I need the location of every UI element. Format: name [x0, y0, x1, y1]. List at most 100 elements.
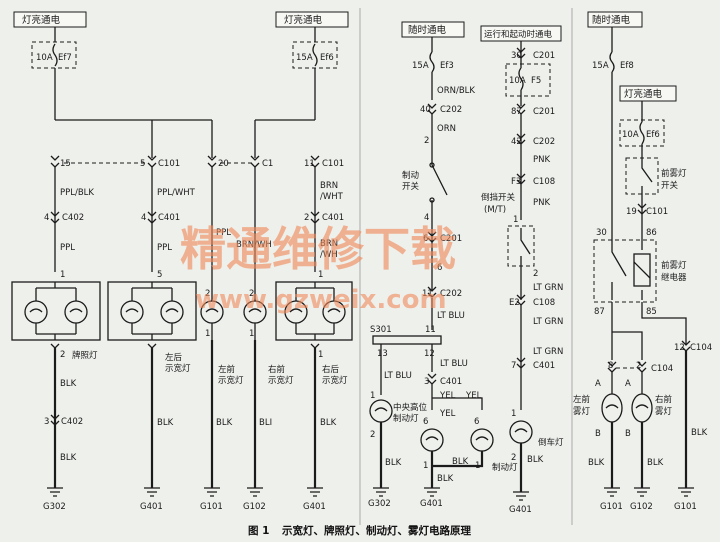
section-reverse-lamps: 运行和起动时通电 30 C201 10A F5 87 C201 42 C202 …	[480, 25, 564, 515]
feed-wires-top	[54, 27, 316, 121]
fuse-ef6b-rating: 10A	[622, 130, 639, 140]
c1-label: C1	[262, 159, 273, 169]
fuse-f5-symbol	[518, 60, 524, 106]
wire-brn: BRN	[320, 181, 338, 191]
c104b-pin-2: 2	[636, 361, 641, 371]
c202c-chevron	[516, 133, 526, 145]
hmsl-label-1: 中央高位	[393, 402, 428, 413]
left-rear-label-1: 左后	[165, 352, 183, 363]
wire-pnk-1: PNK	[533, 155, 550, 165]
c101f-label: C101	[646, 207, 668, 217]
relay-pin-87: 87	[594, 307, 605, 317]
ground-g102a: G102	[243, 502, 266, 512]
c201-chevron	[427, 231, 437, 243]
right-front-label-2: 示宽灯	[268, 375, 294, 386]
fuse-ef6a-symbol	[312, 43, 318, 67]
wire-yel-2: YEL	[465, 391, 482, 401]
brake-switch-contact-1	[429, 162, 435, 168]
left-fog-pin-b: B	[595, 429, 601, 439]
brake-switch-symbol	[431, 164, 448, 290]
left-brake-bulb-icon	[420, 428, 444, 452]
reverse-lamp-label: 倒车灯	[538, 437, 564, 448]
brake-switch-label-1: 制动	[402, 170, 420, 181]
wire-ppl-1: PPL	[60, 243, 75, 253]
label-always-on-1: 随时通电	[408, 24, 447, 36]
section-brake-lamps: 随时通电 15A Ef3 ORN/BLK 40 C202 ORN 2 制动 开关…	[368, 21, 518, 509]
brake-yel-wires	[431, 384, 483, 410]
c202c-label: C202	[533, 137, 555, 147]
reverse-bulb-icon	[509, 420, 533, 444]
right-fog-pin-a: A	[625, 379, 631, 389]
fog-filaments	[605, 404, 649, 409]
c201-pin-6: 6	[423, 234, 428, 244]
c402-pin-4: 4	[44, 213, 49, 223]
watermark-url: www.gzweix.com	[195, 285, 447, 315]
watermark-chinese: 精通维修下载	[180, 222, 456, 276]
wire-blk-5: BLK	[320, 418, 337, 428]
wire-orn: ORN	[437, 124, 456, 134]
fuse-ef6a-id: Ef6	[320, 53, 334, 63]
left-fog-label-1: 左前	[573, 394, 591, 405]
c202c-pin-42: 42	[511, 137, 522, 147]
c201c-pin-87: 87	[511, 107, 522, 117]
c101r-label: C101	[322, 159, 344, 169]
ground-g101c: G101	[674, 502, 697, 512]
wire-yel-3: YEL	[439, 409, 456, 419]
c101f-pin-19: 19	[626, 207, 637, 217]
c101-label: C101	[158, 159, 180, 169]
right-fog-label-2: 雾灯	[655, 406, 673, 417]
fuse-box-f5	[505, 63, 551, 97]
wire-pnk-2: PNK	[533, 198, 550, 208]
ground-symbols-fog	[604, 487, 694, 497]
right-rear-pin-1: 1	[318, 270, 323, 280]
c202b-pin-11: 11	[422, 289, 433, 299]
right-front-label-1: 右前	[268, 364, 286, 375]
c108b-pin-e2: E2	[509, 298, 520, 308]
c101-pin-5: 5	[140, 159, 145, 169]
fog-switch-label-1: 前雾灯	[661, 168, 687, 179]
fog-ground-wires	[610, 422, 644, 488]
ground-g401d: G401	[509, 505, 532, 515]
wire-brn-wh-mid: BRN/WH	[236, 240, 272, 250]
c402b-pin-3: 3	[44, 417, 49, 427]
fuse-ef6b-id: Ef6	[646, 130, 660, 140]
left-front-pin-2: 2	[205, 289, 210, 299]
brake-pin-6b: 6	[437, 263, 442, 273]
c202b-label: C202	[440, 289, 462, 299]
wire-lt-blu-2: LT BLU	[384, 371, 412, 381]
c201c-label: C201	[533, 107, 555, 117]
splice-outputs	[380, 344, 433, 395]
fog-relay-label-2: 继电器	[661, 272, 687, 283]
right-front-pin-2: 2	[249, 289, 254, 299]
left-fog-pin-a: A	[595, 379, 601, 389]
c202a-pin-40: 40	[420, 105, 431, 115]
wire-bli: BLI	[259, 418, 272, 428]
c202b-chevron	[427, 286, 437, 298]
ground-symbols-left	[47, 487, 323, 497]
left-front-label-2: 示宽灯	[218, 375, 244, 386]
section-dividers	[359, 8, 573, 525]
fuse-ef3-id: Ef3	[440, 61, 454, 71]
right-brake-bulb-icon	[470, 428, 494, 452]
brake-filaments	[425, 436, 489, 441]
left-fog-label-2: 雾灯	[573, 406, 591, 417]
wire-lt-blu-3: LT BLU	[440, 359, 468, 369]
relay-pin-85: 85	[646, 307, 657, 317]
connector-chevrons-row2	[50, 211, 320, 224]
right-fog-pin-b: B	[625, 429, 631, 439]
fuse-f5-id: F5	[531, 76, 541, 86]
fuse-ef3-symbol	[429, 51, 435, 73]
fuse-ef8-rating: 15A	[592, 61, 609, 71]
c201b-chevron	[516, 47, 526, 59]
left-brake-pin-1: 1	[423, 461, 428, 471]
fog-relay-coil-diag	[633, 261, 651, 279]
figure-caption: 示宽灯、牌照灯、制动灯、雾灯电路原理	[282, 524, 471, 537]
right-rear-label-1: 右后	[322, 364, 340, 375]
right-rear-label-2: 示宽灯	[322, 375, 348, 386]
right-fog-label-1: 右前	[655, 394, 673, 405]
wire-blk-bottom: BLK	[437, 474, 454, 484]
ground-g401c: G401	[420, 499, 443, 509]
license-lamp-label: 牌照灯	[72, 350, 98, 361]
fuse-ef7-id: Ef7	[58, 53, 72, 63]
wire-yel-1: YEL	[439, 391, 456, 401]
